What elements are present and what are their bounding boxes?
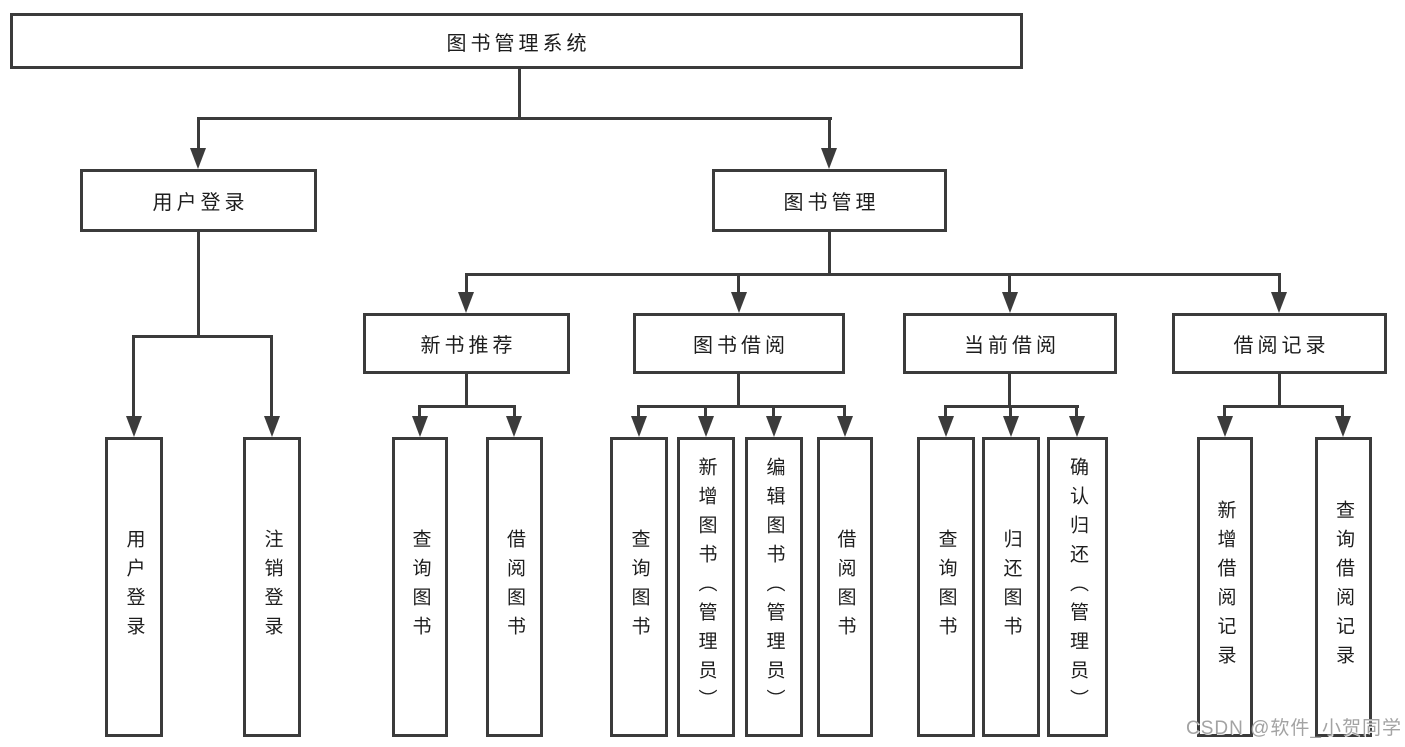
arrow-down-icon: [938, 416, 954, 437]
leaf-label: 新增图书（管理员）: [695, 456, 717, 718]
node-book-management: 图书管理: [712, 169, 947, 232]
connector-drop: [1341, 405, 1344, 421]
node-label: 借阅记录: [1233, 335, 1330, 357]
connector-drop: [465, 273, 468, 296]
arrow-down-icon: [821, 148, 837, 169]
connector-drop: [828, 117, 831, 150]
node-user-login: 用户登录: [80, 169, 317, 232]
leaf-label: 编辑图书（管理员）: [763, 456, 785, 718]
leaf-logout: 注销登录: [243, 437, 301, 737]
leaf-label: 借阅图书: [834, 529, 856, 645]
connector-drop: [1009, 405, 1012, 421]
leaf-borrow-edit-book-admin: 编辑图书（管理员）: [745, 437, 803, 737]
arrow-down-icon: [1335, 416, 1351, 437]
node-label: 当前借阅: [964, 335, 1060, 357]
node-book-borrow: 图书借阅: [633, 313, 845, 374]
leaf-borrow-add-book-admin: 新增图书（管理员）: [677, 437, 735, 737]
leaf-label: 查询图书: [409, 529, 431, 645]
arrow-down-icon: [1217, 416, 1233, 437]
connector-rail: [132, 335, 273, 338]
connector-stem: [1278, 374, 1281, 407]
leaf-current-confirm-return-admin: 确认归还（管理员）: [1047, 437, 1108, 737]
leaf-recommend-borrow-book: 借阅图书: [486, 437, 543, 737]
arrow-down-icon: [412, 416, 428, 437]
leaf-record-add-borrow-record: 新增借阅记录: [1197, 437, 1253, 737]
arrow-down-icon: [698, 416, 714, 437]
arrow-down-icon: [766, 416, 782, 437]
arrow-down-icon: [837, 416, 853, 437]
connector-drop: [1278, 273, 1281, 296]
connector-rail: [418, 405, 516, 408]
arrow-down-icon: [731, 292, 747, 313]
arrow-down-icon: [1069, 416, 1085, 437]
connector-drop: [513, 405, 516, 421]
arrow-down-icon: [1271, 292, 1287, 313]
connector-drop: [944, 405, 947, 421]
leaf-label: 新增借阅记录: [1214, 500, 1236, 674]
connector-drop: [772, 405, 775, 421]
connector-drop: [1008, 273, 1011, 296]
leaf-record-query-borrow-record: 查询借阅记录: [1315, 437, 1372, 737]
connector-drop: [418, 405, 421, 421]
arrow-down-icon: [1003, 416, 1019, 437]
connector-drop: [1075, 405, 1078, 421]
node-label: 图书管理系统: [446, 32, 591, 55]
leaf-recommend-query-book: 查询图书: [392, 437, 448, 737]
connector-drop: [637, 405, 640, 421]
node-new-book-recommend: 新书推荐: [363, 313, 570, 374]
connector-rail: [197, 117, 832, 120]
connector-stem: [197, 232, 200, 337]
arrow-down-icon: [458, 292, 474, 313]
connector-rail: [637, 405, 846, 408]
leaf-borrow-query-book: 查询图书: [610, 437, 668, 737]
connector-stem: [518, 69, 521, 119]
leaf-label: 查询借阅记录: [1333, 500, 1354, 674]
node-label: 用户登录: [152, 192, 249, 214]
connector-drop: [270, 335, 273, 419]
node-label: 图书管理: [783, 192, 880, 214]
connector-stem: [737, 374, 740, 407]
leaf-label: 注销登录: [261, 529, 283, 645]
leaf-borrow-borrow-book: 借阅图书: [817, 437, 873, 737]
connector-stem: [1008, 374, 1011, 407]
arrow-down-icon: [126, 416, 142, 437]
connector-drop: [132, 335, 135, 419]
node-current-borrow: 当前借阅: [903, 313, 1117, 374]
connector-drop: [1223, 405, 1226, 421]
arrow-down-icon: [1002, 292, 1018, 313]
arrow-down-icon: [506, 416, 522, 437]
connector-stem: [828, 232, 831, 275]
arrow-down-icon: [631, 416, 647, 437]
connector-drop: [843, 405, 846, 421]
leaf-label: 用户登录: [123, 529, 145, 645]
leaf-current-query-book: 查询图书: [917, 437, 975, 737]
arrow-down-icon: [190, 148, 206, 169]
arrow-down-icon: [264, 416, 280, 437]
node-label: 图书借阅: [693, 335, 789, 357]
connector-stem: [465, 374, 468, 407]
leaf-label: 借阅图书: [504, 529, 525, 645]
connector-drop: [737, 273, 740, 296]
leaf-user-login: 用户登录: [105, 437, 163, 737]
watermark-csdn: CSDN @软件_小贺同学: [1186, 718, 1402, 739]
connector-rail: [1223, 405, 1344, 408]
node-library-management-system: 图书管理系统: [10, 13, 1023, 69]
leaf-label: 查询图书: [628, 529, 650, 645]
leaf-label: 归还图书: [1000, 529, 1022, 645]
connector-drop: [704, 405, 707, 421]
node-label: 新书推荐: [420, 335, 517, 357]
connector-drop: [197, 117, 200, 150]
leaf-current-return-book: 归还图书: [982, 437, 1040, 737]
connector-rail: [465, 273, 1280, 276]
leaf-label: 查询图书: [935, 529, 957, 645]
leaf-label: 确认归还（管理员）: [1067, 456, 1088, 718]
node-borrow-record: 借阅记录: [1172, 313, 1387, 374]
